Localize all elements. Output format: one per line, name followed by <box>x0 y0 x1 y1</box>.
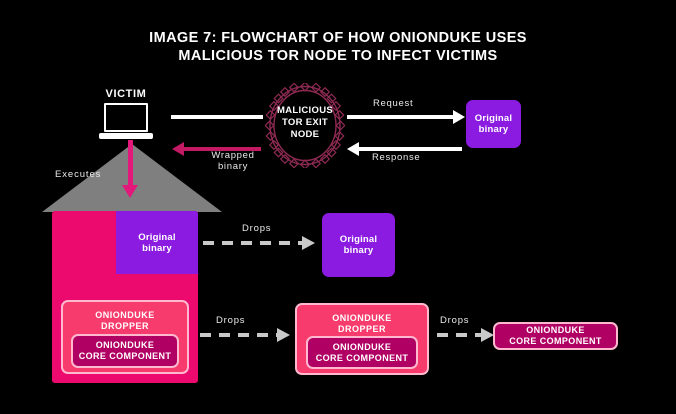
tor-node-label: MALICIOUS TOR EXIT NODE <box>265 105 345 141</box>
arrow-shaft <box>171 115 263 119</box>
original-binary-remote-line-1: Original <box>474 113 513 124</box>
title-line-1: IMAGE 7: FLOWCHART OF HOW ONIONDUKE USES <box>149 30 527 46</box>
tor-node-label-line-1: MALICIOUS <box>276 105 333 116</box>
victim-label: VICTIM <box>105 88 147 100</box>
tor-node-label-line-2: TOR EXIT <box>281 117 329 128</box>
executes-arrow-head-icon <box>122 185 138 198</box>
arrow-head-icon <box>302 236 315 250</box>
onionduke-core-component-left: ONIONDUKE CORE COMPONENT <box>71 334 179 368</box>
arrow-head-icon <box>172 142 184 156</box>
arrow-head-icon <box>481 328 494 342</box>
malicious-tor-exit-node: MALICIOUS TOR EXIT NODE <box>265 83 345 168</box>
original-binary-dropped-box: Original binary <box>322 213 395 277</box>
onionduke-core-component-middle: ONIONDUKE CORE COMPONENT <box>306 336 418 369</box>
label-drops-1: Drops <box>242 223 272 234</box>
arrow-head-icon <box>277 328 290 342</box>
dropper-left-line-2: DROPPER <box>100 321 149 331</box>
original-binary-wrapped-box: Original binary <box>116 211 198 274</box>
original-binary-remote-box: Original binary <box>466 100 521 148</box>
original-binary-wrapped-line-1: Original <box>138 231 176 243</box>
arrow-shaft <box>203 241 303 245</box>
arrow-drops-dropper <box>200 328 290 342</box>
original-binary-remote-line-2: binary <box>478 124 509 135</box>
arrow-shaft <box>358 147 462 151</box>
arrow-node-to-original-binary-request <box>347 110 465 124</box>
label-wrapped-binary-line-2: binary <box>217 161 249 172</box>
tor-node-circle-icon <box>265 83 345 168</box>
dropper-middle-line-1: ONIONDUKE <box>332 313 392 323</box>
laptop-base-icon <box>99 133 153 139</box>
dropper-left-line-1: ONIONDUKE <box>95 310 155 320</box>
core-right-line-2: CORE COMPONENT <box>509 336 602 346</box>
laptop-screen-icon <box>104 103 148 132</box>
dropper-middle-title: ONIONDUKE DROPPER <box>297 313 427 335</box>
arrow-head-icon <box>347 142 359 156</box>
label-wrapped-binary: Wrapped binary <box>196 150 270 172</box>
arrow-victim-to-node <box>171 115 263 119</box>
title-line-2: MALICIOUS TOR NODE TO INFECT VICTIMS <box>178 48 498 64</box>
original-binary-dropped-line-2: binary <box>343 245 374 256</box>
dropper-middle-line-2: DROPPER <box>337 324 386 334</box>
onionduke-core-component-right: ONIONDUKE CORE COMPONENT <box>493 322 618 350</box>
arrow-shaft <box>347 115 454 119</box>
page-title: IMAGE 7: FLOWCHART OF HOW ONIONDUKE USES… <box>0 29 676 65</box>
arrow-head-icon <box>453 110 465 124</box>
original-binary-wrapped-line-2: binary <box>142 242 172 254</box>
core-left-line-1: ONIONDUKE <box>95 340 155 350</box>
arrow-drops-original-binary <box>203 236 315 250</box>
executes-label: Executes <box>55 169 102 180</box>
label-response: Response <box>372 152 421 163</box>
label-wrapped-binary-line-1: Wrapped <box>211 150 255 161</box>
laptop-icon <box>99 103 153 141</box>
core-middle-line-1: ONIONDUKE <box>332 341 392 352</box>
core-middle-line-2: CORE COMPONENT <box>315 352 409 363</box>
label-drops-3: Drops <box>440 315 470 326</box>
tor-node-label-line-3: NODE <box>290 129 320 140</box>
dropper-left-title: ONIONDUKE DROPPER <box>63 310 187 332</box>
victim-wrapped-binary-container: Original binary ONIONDUKE DROPPER ONIOND… <box>52 211 198 383</box>
arrow-node-to-victim-wrapped <box>172 142 261 156</box>
core-left-line-2: CORE COMPONENT <box>78 351 172 361</box>
onionduke-dropper-middle: ONIONDUKE DROPPER ONIONDUKE CORE COMPONE… <box>295 303 429 375</box>
label-drops-2: Drops <box>216 315 246 326</box>
arrow-shaft <box>200 333 278 337</box>
original-binary-dropped-line-1: Original <box>339 234 378 245</box>
executes-arrow-shaft <box>128 140 133 188</box>
arrow-shaft <box>437 333 482 337</box>
arrow-drops-core-component <box>437 328 494 342</box>
onionduke-dropper-left: ONIONDUKE DROPPER ONIONDUKE CORE COMPONE… <box>61 300 189 374</box>
core-right-line-1: ONIONDUKE <box>526 325 585 335</box>
label-request: Request <box>373 98 414 109</box>
arrow-original-binary-to-node-response <box>347 142 462 156</box>
arrow-shaft <box>183 147 261 151</box>
